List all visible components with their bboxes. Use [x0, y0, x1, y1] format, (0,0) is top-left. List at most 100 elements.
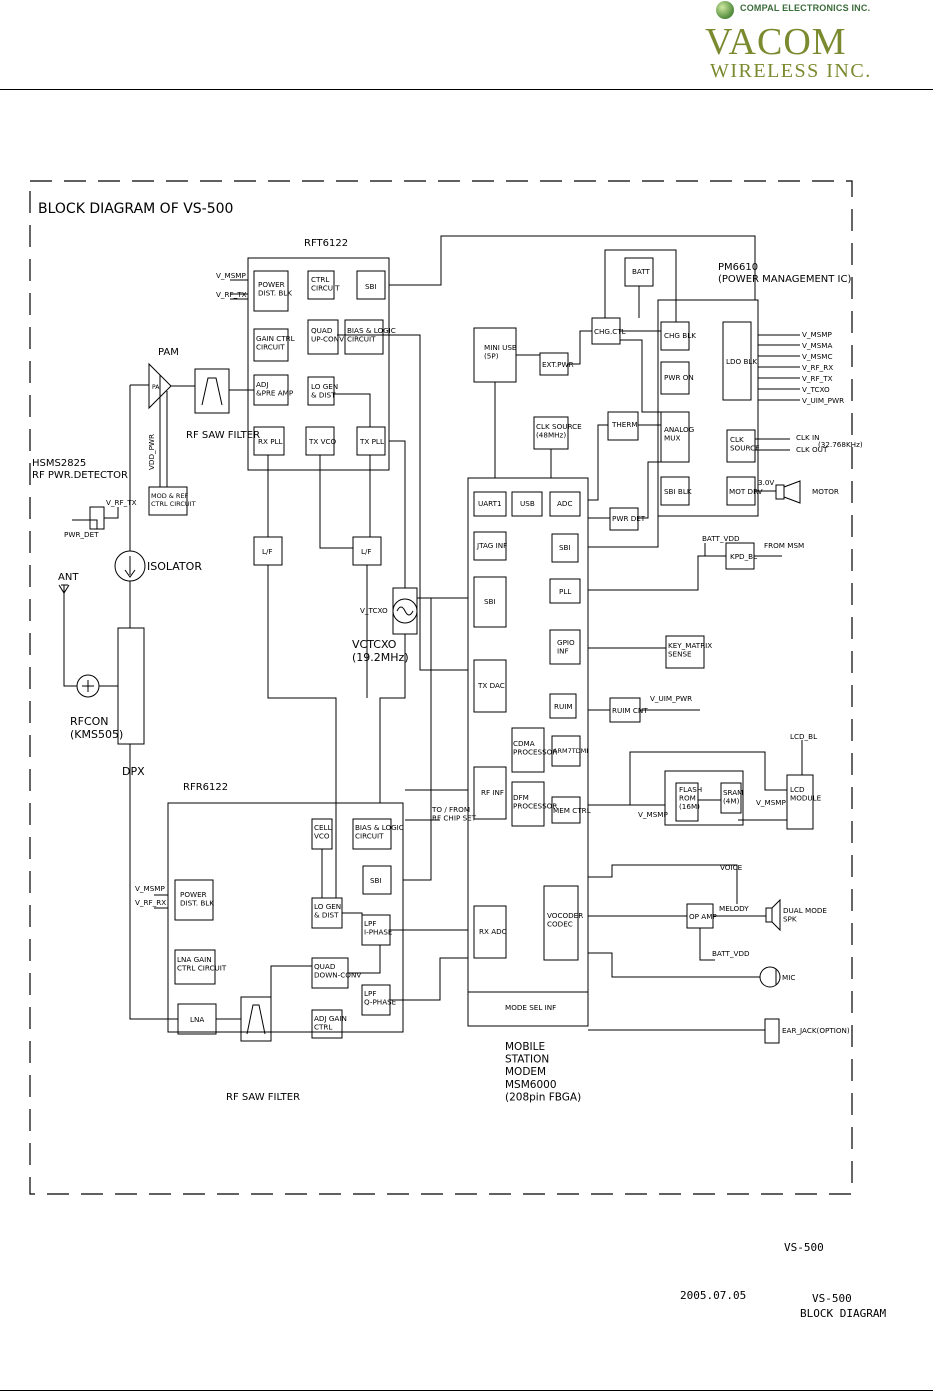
rfr-logen-block: LO GEN& DIST	[314, 902, 341, 920]
rft-sbi-block: SBI	[365, 282, 377, 291]
dpx-label: DPX	[122, 765, 145, 778]
rfr-lna-block: LNA	[190, 1015, 204, 1024]
diagram-title: BLOCK DIAGRAM OF VS-500	[38, 201, 233, 217]
from-msm-label: FROM MSM	[764, 541, 804, 550]
doc-sheet-title: BLOCK DIAGRAM	[800, 1307, 887, 1320]
op-amp-block: OP AMP	[689, 912, 717, 921]
arm-block: ARM7TDMI	[553, 747, 588, 755]
rfr-title: RFR6122	[183, 782, 228, 793]
adc-block: ADC	[557, 499, 572, 508]
rfr-saw-label: RF SAW FILTER	[226, 1092, 300, 1103]
ear-jack-label: EAR_JACK(OPTION)	[782, 1026, 850, 1035]
rft-input-vrftx: V_RF_TX	[216, 290, 247, 299]
pwr-det-block: PWR DET	[612, 514, 646, 523]
doc-number-2: VS-500	[812, 1292, 852, 1305]
rft-logen-block: LO GEN& DIST	[311, 382, 338, 400]
rft-txvco-block: TX VCO	[308, 437, 337, 446]
pm-output-v-rf-rx: V_RF_RX	[802, 363, 833, 372]
pll-block: PLL	[559, 587, 571, 596]
pm-output-v-uim-pwr: V_UIM_PWR	[802, 396, 844, 405]
vmsmp-mem-label: V_MSMP	[638, 810, 668, 819]
pam-vdd-label: VDD_PWR	[147, 434, 156, 470]
compal-globe-icon	[716, 1, 734, 19]
pm-clkout: CLK OUT	[796, 445, 828, 454]
ext-pwr-block: EXT.PWR	[542, 360, 574, 369]
v-uim-label: V_UIM_PWR	[650, 694, 692, 703]
isolator-label: ISOLATOR	[147, 560, 202, 573]
vtcxo-label: V_TCXO	[360, 606, 388, 615]
sram-block: SRAM(4M)	[723, 788, 743, 806]
pm-output-v-msma: V_MSMA	[802, 341, 832, 350]
rft-adj-block: ADJ&PRE AMP	[256, 380, 294, 398]
pm-title: PM6610(POWER MANAGEMENT IC)	[718, 262, 851, 285]
doc-number-1: VS-500	[784, 1241, 824, 1254]
mic-label: MIC	[782, 973, 795, 982]
mode-sel-block: MODE SEL INF	[505, 1003, 556, 1012]
pm-xtal: (32.768KHz)	[818, 440, 863, 449]
pm-output-v-msmc: V_MSMC	[802, 352, 833, 361]
footer-rule	[0, 1390, 933, 1391]
msm-sbi-block-1: SBI	[559, 543, 571, 552]
tx-dac-block: TX DAC	[477, 681, 505, 690]
pm-clkin: CLK IN	[796, 433, 820, 442]
rfr-sbi-block: SBI	[370, 876, 382, 885]
pam-saw-label: RF SAW FILTER	[186, 430, 260, 441]
pm-motdrv-block: MOT DRV	[729, 487, 763, 496]
rft-rxpll-block: RX PLL	[258, 437, 283, 446]
lf-block-2: L/F	[361, 547, 372, 556]
vctcxo-label: VCTCXO(19.2MHz)	[352, 638, 409, 664]
logo-main: VACOM	[705, 21, 847, 63]
lf-block-1: L/F	[262, 547, 273, 556]
motor-label: MOTOR	[812, 487, 839, 496]
clk-source-48-block: CLK SOURCE(48MHz)	[536, 422, 582, 440]
mem-ctrl-block: MEM CTRL	[553, 806, 591, 815]
pm-ldo-block: LDO BLK	[726, 357, 757, 366]
pm-output-v-msmp: V_MSMP	[802, 330, 832, 339]
doc-date: 2005.07.05	[680, 1289, 747, 1302]
rfr-input-vmsmp: V_MSMP	[135, 884, 165, 893]
pam-title: PAM	[158, 347, 179, 358]
pm-output-v-rf-tx: V_RF_TX	[802, 374, 833, 383]
vmsmp-lcd-label: V_MSMP	[756, 798, 786, 807]
rft-title: RFT6122	[304, 238, 348, 249]
pm-sbi-block: SBI BLK	[664, 487, 692, 496]
melody-label: MELODY	[719, 904, 749, 913]
batt-vdd-amp-label: BATT_VDD	[712, 949, 750, 958]
voice-label: VOICE	[720, 863, 743, 872]
brand-line: COMPAL ELECTRONICS INC.	[740, 3, 871, 13]
detector-pwrdet: PWR_DET	[64, 530, 99, 539]
batt-vdd-label: BATT_VDD	[702, 534, 740, 543]
rx-adc-block: RX ADC	[479, 927, 507, 936]
lcd-bl-label: LCD_BL	[790, 732, 817, 741]
pm-chg-block: CHG BLK	[664, 331, 696, 340]
chg-ctl-block: CHG.CTL	[594, 327, 626, 336]
pm-output-rails: V_MSMPV_MSMAV_MSMCV_RF_RXV_RF_TXV_TCXOV_…	[802, 330, 844, 405]
rft-input-vmsmp: V_MSMP	[216, 271, 246, 280]
page-header: COMPAL ELECTRONICS INC. VACOM WIRELESS I…	[0, 0, 933, 92]
uart-block: UART1	[478, 499, 502, 508]
pm-pwron-block: PWR ON	[664, 373, 694, 382]
rf-inf-block: RF INF	[481, 788, 504, 797]
mini-usb-block: MINI USB(5P)	[484, 343, 517, 361]
rft-txpll-block: TX PLL	[359, 437, 384, 446]
